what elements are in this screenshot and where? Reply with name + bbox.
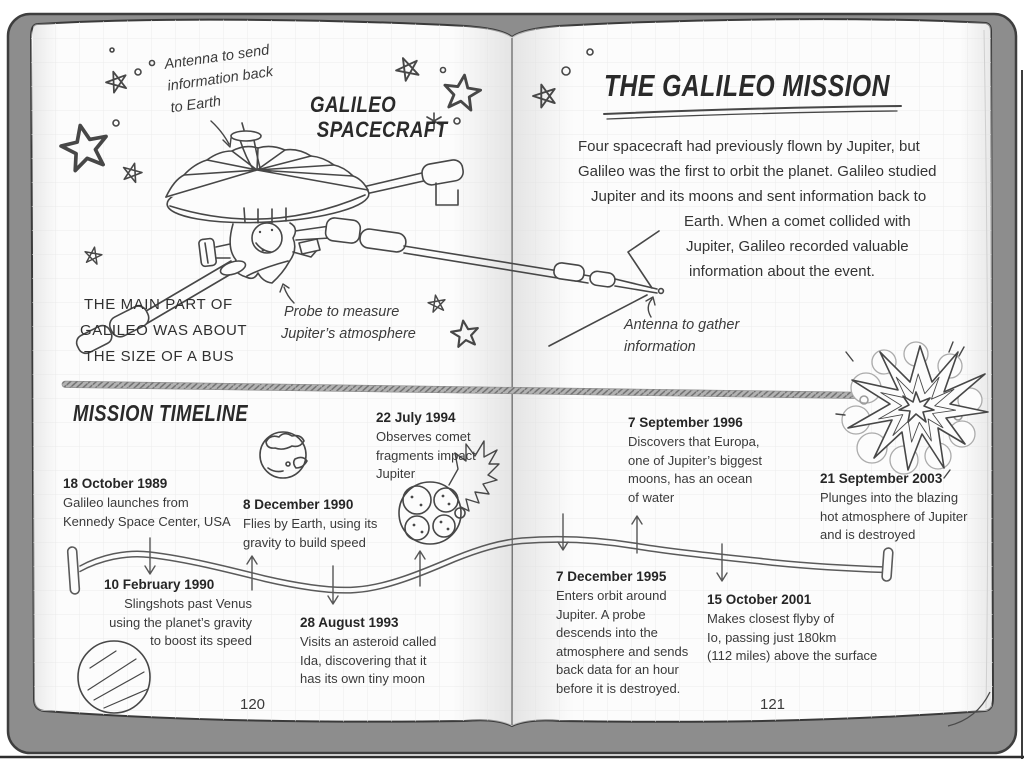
arrow-up-icon [631, 515, 643, 554]
label-antenna-gather: Antenna to gather information [624, 317, 740, 355]
arrow-down-icon [557, 513, 569, 551]
comet-icon [398, 440, 500, 545]
page-curl [947, 691, 991, 727]
page-title: THE GALILEO MISSION [604, 68, 890, 103]
page-number-right: 121 [760, 696, 786, 713]
arrow-icon [279, 283, 295, 304]
asterisk-icon [426, 112, 442, 130]
arrow-up-icon [246, 555, 258, 591]
spine-line [510, 37, 513, 726]
timeline-event: 22 July 1994 Observes comet fragments im… [376, 410, 476, 481]
label-arrows [210, 120, 656, 318]
arrow-up-icon [414, 550, 426, 587]
label-probe: Probe to measure Jupiter’s atmosphere [281, 304, 416, 342]
timeline-event: 8 December 1990 Flies by Earth, using it… [243, 497, 378, 550]
timeline-event: 10 February 1990 Slingshots past Venus u… [104, 577, 252, 648]
timeline-event: 7 December 1995 Enters orbit around Jupi… [556, 569, 689, 696]
timeline-event: 15 October 2001 Makes closest flyby of I… [707, 592, 878, 663]
stars-decoration [55, 47, 594, 349]
spacecraft-drawing [75, 122, 665, 355]
timeline-event: 21 September 2003 Plunges into the blazi… [820, 471, 968, 542]
wavy-timeline [66, 535, 894, 595]
arrow-down-icon [716, 543, 728, 582]
arrow-icon [645, 296, 656, 318]
dot-icon [109, 47, 115, 53]
timeline-arrows [144, 513, 728, 605]
spacecraft-title: GALILEO SPACECRAFT [310, 92, 448, 142]
timeline-event: 7 September 1996 Discovers that Europa, … [628, 415, 762, 505]
timeline-event: 28 August 1993 Visits an asteroid called… [300, 615, 437, 686]
arrow-down-icon [327, 565, 339, 605]
arrow-icon [210, 120, 232, 148]
size-note: THE MAIN PART OF GALILEO WAS ABOUT THE S… [80, 296, 248, 365]
page-stack-edge [983, 29, 989, 709]
venus-icon [77, 640, 151, 714]
timeline-event: 18 October 1989 Galileo launches from Ke… [63, 476, 231, 529]
earth-icon [259, 431, 308, 479]
explosion-icon [835, 341, 989, 479]
timeline-heading: MISSION TIMELINE [73, 400, 249, 426]
page-number-left: 120 [240, 696, 266, 713]
title-underline [603, 105, 902, 120]
arrow-down-icon [144, 537, 156, 575]
